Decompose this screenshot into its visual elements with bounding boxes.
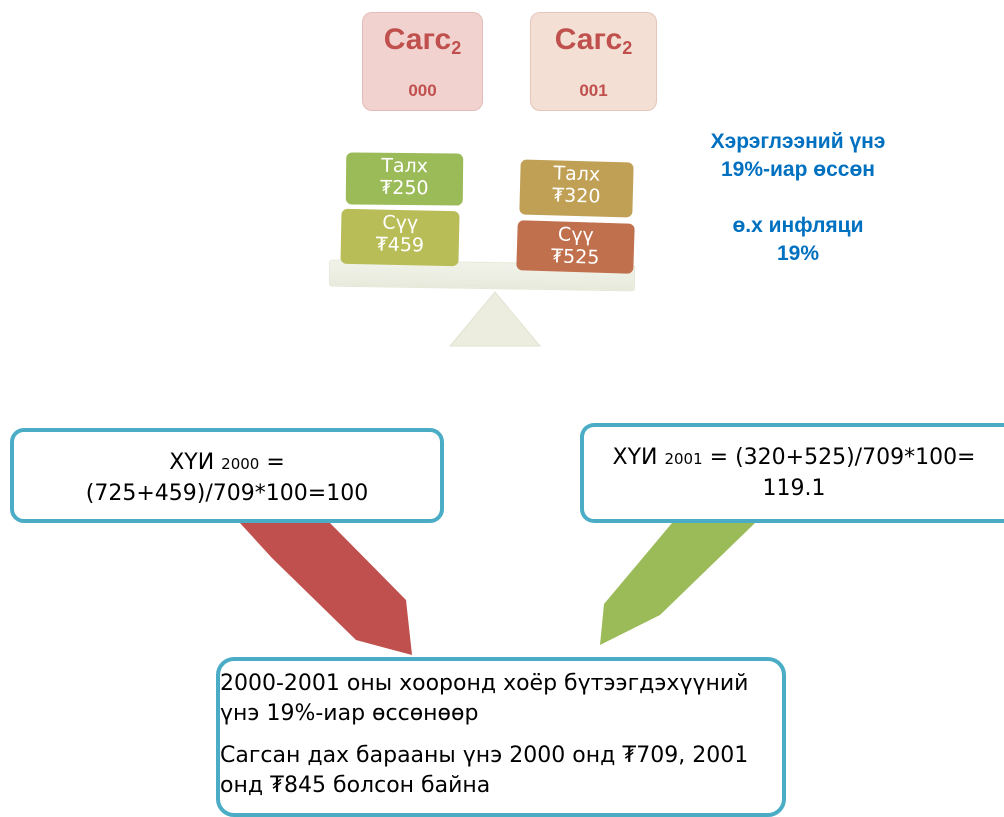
inflation-label: ө.х инфляци 19% bbox=[732, 214, 864, 265]
basket-2001-title: Сагс2 bbox=[554, 23, 633, 58]
basket-2000: Сагс2 000 bbox=[362, 12, 483, 111]
basket-2001-code: 001 bbox=[579, 81, 608, 100]
result-paragraph-1: 2000-2001 оны хооронд хоёр бүтээгдэхүүни… bbox=[220, 671, 749, 726]
scale-fulcrum bbox=[448, 291, 542, 347]
red-arrow bbox=[240, 523, 412, 655]
green-arrow bbox=[600, 523, 755, 645]
price-increase-label: Хэрэглээний үнэ 19%-иар өссөн bbox=[710, 130, 886, 181]
result-paragraph-2: Сагсан дах барааны үнэ 2000 онд ₮709, 20… bbox=[220, 743, 749, 798]
cpi-2000-box: ХҮИ 2000 = (725+459)/709*100=100 bbox=[10, 428, 444, 523]
basket-2000-code: 000 bbox=[408, 81, 437, 100]
cpi-2001-box: ХҮИ 2001 = (320+525)/709*100= 119.1 bbox=[580, 423, 1004, 523]
basket-2000-title: Сагс2 bbox=[383, 23, 462, 58]
basket-2001: Сагс2 001 bbox=[530, 12, 657, 111]
result-box: 2000-2001 оны хооронд хоёр бүтээгдэхүүни… bbox=[216, 657, 786, 817]
